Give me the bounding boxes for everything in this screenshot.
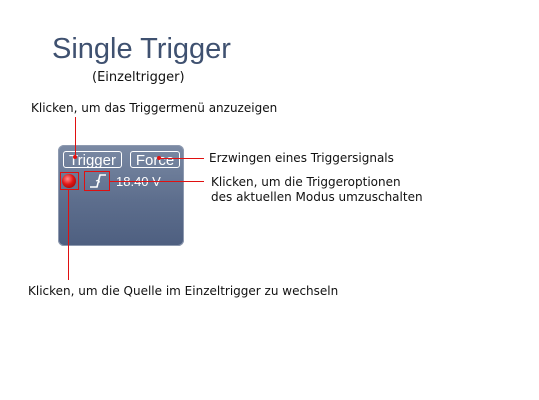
page-subtitle: (Einzeltrigger) [92,70,185,85]
trigger-source-icon[interactable] [62,174,76,188]
callout-line-force [160,158,204,159]
callout-line-menu [75,117,76,157]
callout-dot-force [157,156,161,160]
annotation-menu: Klicken, um das Triggermenü anzuzeigen [31,101,278,115]
annotation-source: Klicken, um die Quelle im Einzeltrigger … [28,284,339,298]
source-highlight-box [60,172,79,190]
callout-dot-menu [73,155,77,159]
callout-line-source [68,190,69,280]
force-trigger-button[interactable]: Force [130,151,180,169]
annotation-mode-line1: Klicken, um die Triggeroptionen [211,175,401,189]
callout-line-mode [110,181,204,182]
page-title: Single Trigger [52,33,231,65]
rising-edge-icon[interactable] [88,172,108,190]
annotation-mode-line2: des aktuellen Modus umzuschalten [211,190,423,204]
mode-highlight-box [84,171,110,191]
trigger-menu-button[interactable]: Trigger [63,151,122,169]
annotation-force: Erzwingen eines Triggersignals [209,151,394,165]
